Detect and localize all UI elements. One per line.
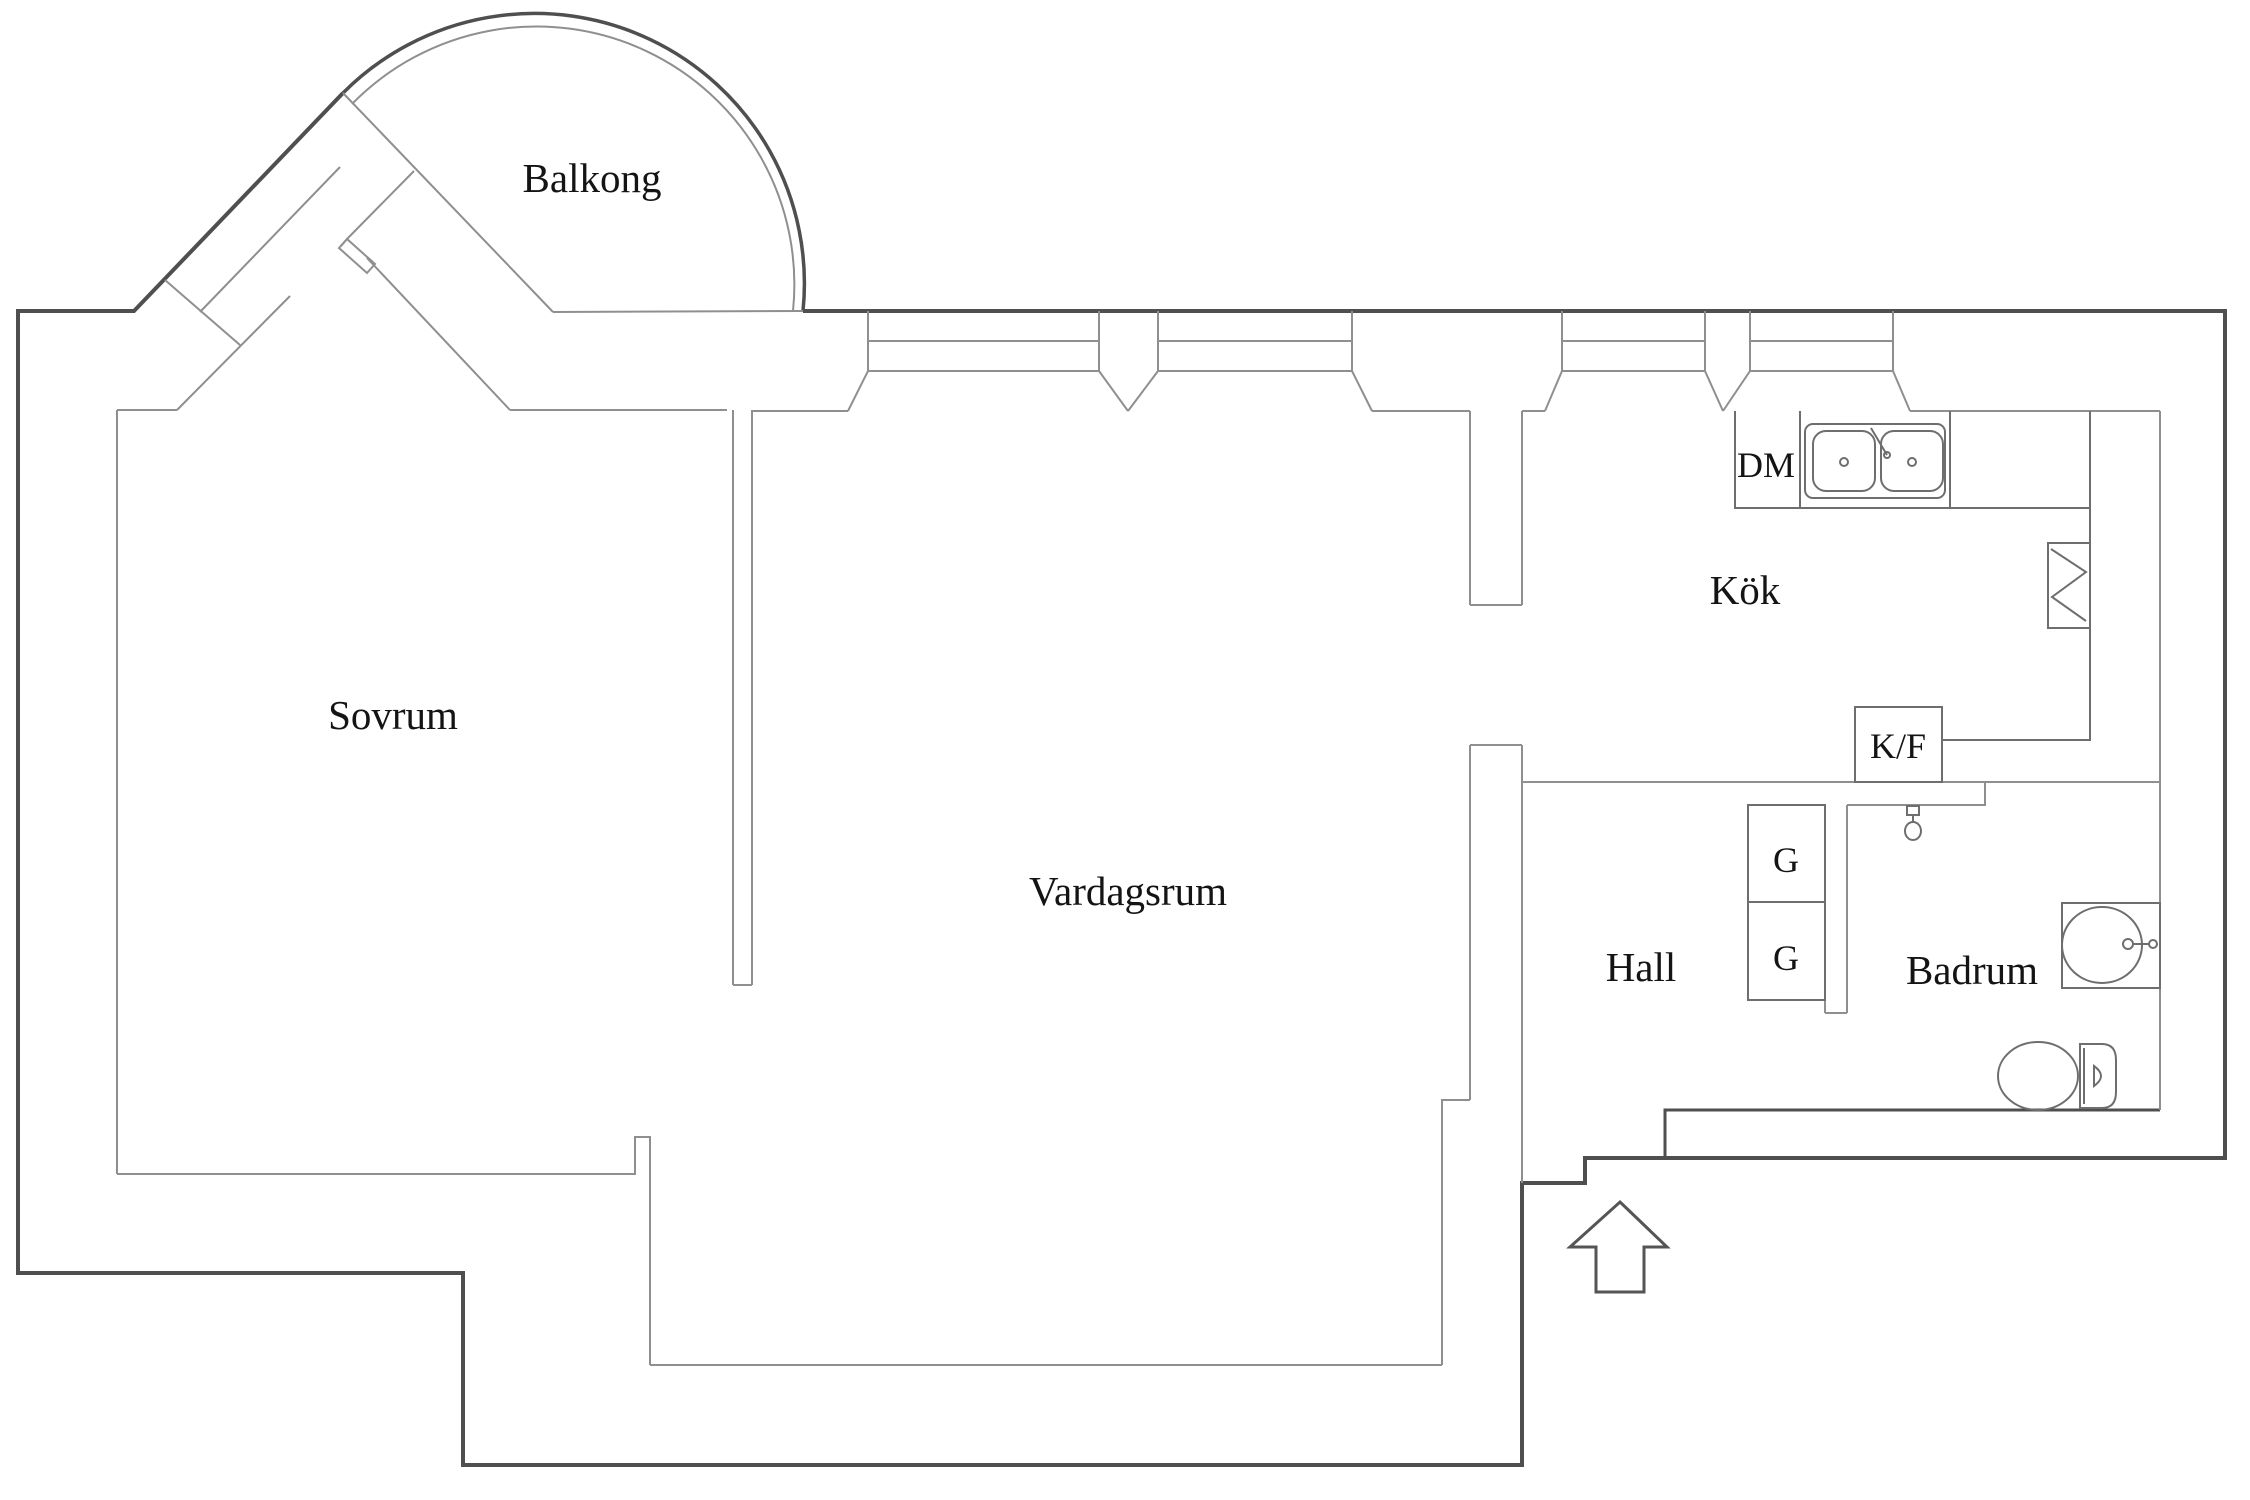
diagonal-wall-cap-upper [342, 92, 554, 313]
bathroom-fixtures [1904, 805, 2161, 1111]
shower-head [1904, 805, 1922, 841]
window-livingroom-2 [1127, 311, 1373, 412]
label-sovrum: Sovrum [328, 692, 458, 738]
label-wardrobe-top: G [1773, 840, 1799, 880]
bathroom-floor-south-edge [1663, 1108, 2160, 1158]
toilet [1997, 1041, 2117, 1111]
bathroom-north-wall [1847, 782, 1986, 806]
interior-walls [116, 25, 2161, 1366]
bedroom-south-wall [117, 1136, 651, 1365]
annotation-labels: DM K/F G G [1737, 445, 1926, 978]
label-vardagsrum: Vardagsrum [1029, 868, 1227, 914]
window-kitchen-1 [1544, 311, 1724, 412]
entrance-arrow [1566, 1199, 1671, 1294]
label-fridge-freezer: K/F [1870, 726, 1926, 766]
balcony-nook-splay [366, 257, 511, 411]
kitchen-counter-right [1941, 411, 2091, 782]
label-dishwasher: DM [1737, 445, 1795, 485]
diagonal-wall-cap-lower [164, 279, 241, 346]
fridge-freezer-cabinet [1854, 706, 1943, 783]
window-kitchen-2 [1722, 311, 1911, 412]
divider-living-kitchen [1469, 411, 1523, 606]
wardrobe-bottom [1747, 901, 1826, 1001]
label-badrum: Badrum [1906, 947, 2038, 993]
diagonal-window-band [199, 166, 341, 313]
sink-faucet [1870, 427, 1888, 456]
window-livingroom-1 [847, 311, 1129, 412]
outer-wall-boundary [16, 91, 2227, 1467]
exterior-walls [16, 11, 2227, 1467]
kitchen-counter-top [1734, 411, 2090, 509]
windows [847, 311, 1911, 412]
balcony-arc-outer [341, 11, 807, 312]
diagonal-wall-inner-face [176, 295, 291, 411]
room-labels: Balkong Sovrum Vardagsrum Kök Hall Badru… [328, 155, 2038, 993]
label-wardrobe-bottom: G [1773, 938, 1799, 978]
label-balkong: Balkong [523, 155, 662, 201]
balcony-door-leaf [337, 237, 377, 275]
divider-bedroom-living [732, 410, 753, 986]
kitchen-sink [1804, 423, 1946, 499]
balcony-arc-inner [351, 25, 796, 312]
balcony-door-jamb [340, 238, 348, 247]
livingroom-east-wall [1441, 1099, 1470, 1365]
label-kok: Kök [1710, 567, 1781, 613]
label-hall: Hall [1606, 944, 1677, 990]
washbasin [2061, 902, 2161, 989]
divider-living-hall [1469, 744, 1523, 1183]
appliance-zigzag [2047, 542, 2091, 629]
bathroom-west-wall [1824, 805, 1848, 1014]
balcony-door [337, 237, 377, 275]
hall-wardrobes [1747, 804, 1826, 1001]
kitchen-fixtures [1734, 411, 2091, 783]
balcony-floor-edge [552, 310, 804, 313]
diagonal-wall-inner-face-upper [346, 170, 415, 240]
